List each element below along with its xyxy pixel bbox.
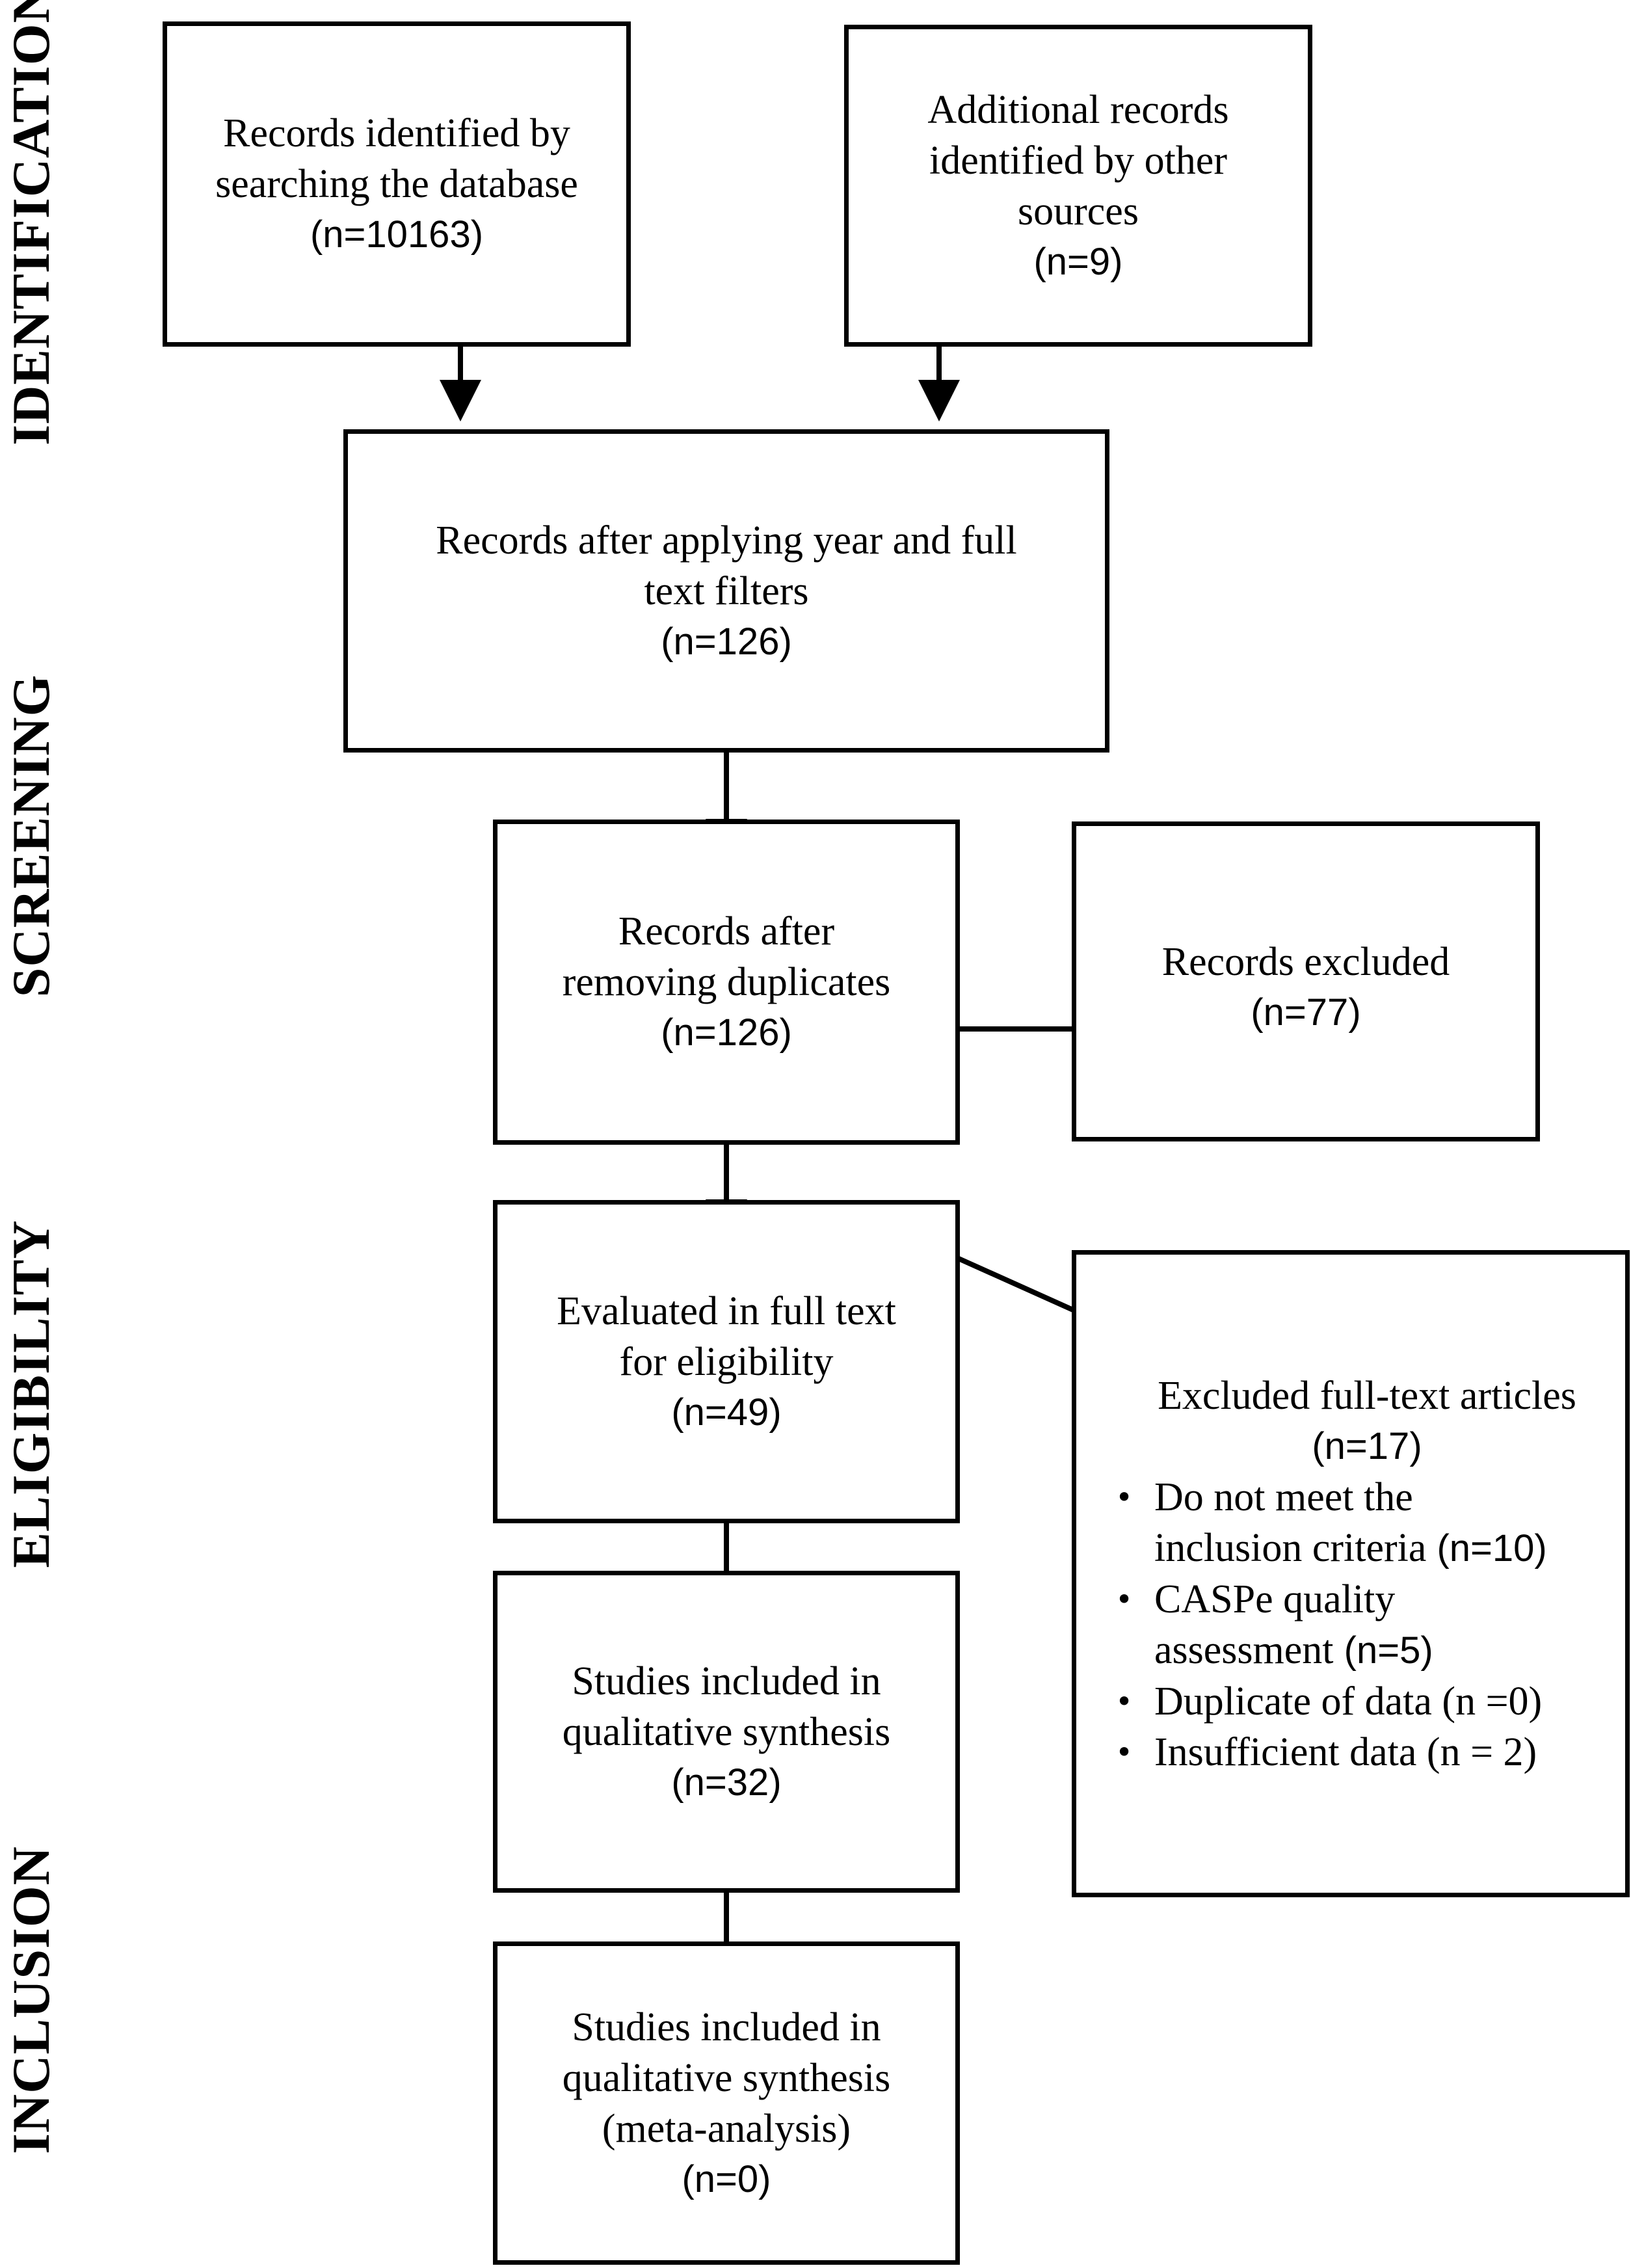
box-text-line: Studies included in <box>572 2005 881 2049</box>
reason-text-line: inclusion criteria (n=10) <box>1154 1523 1547 1574</box>
box-count: (n=126) <box>661 1011 792 1054</box>
box-studies-meta-analysis: Studies included in qualitative synthesi… <box>493 1941 960 2265</box>
reason-text: inclusion criteria <box>1154 1525 1427 1570</box>
exclusion-reason-item: Insufficient data (n = 2) <box>1109 1727 1547 1778</box>
box-text-line: Records after <box>618 909 835 954</box>
exclusion-reason-item: CASPe quality assessment (n=5) <box>1109 1574 1547 1676</box>
box-count: (n=77) <box>1251 991 1361 1034</box>
box-records-database: Records identified by searching the data… <box>163 21 631 347</box>
phase-label-screening: SCREENING <box>1 674 60 998</box>
phase-label-inclusion: INCLUSION <box>1 1846 60 2154</box>
box-evaluated-full-text: Evaluated in full text for eligibility (… <box>493 1200 960 1523</box>
box-text-line: Studies included in <box>572 1659 881 1703</box>
box-records-after-duplicates: Records after removing duplicates (n=126… <box>493 820 960 1145</box>
box-text-line: searching the database <box>215 162 578 206</box>
box-records-after-filters: Records after applying year and full tex… <box>343 429 1109 753</box>
box-text-line: (meta-analysis) <box>602 2106 851 2151</box>
box-text-line: removing duplicates <box>562 960 891 1004</box>
box-additional-records: Additional records identified by other s… <box>844 25 1312 347</box>
box-text-line: Records identified by <box>223 111 570 155</box>
exclusion-reason-item: Duplicate of data (n =0) <box>1109 1676 1547 1727</box>
reason-count: (n=5) <box>1333 1629 1433 1672</box>
reason-text-line: assessment (n=5) <box>1154 1625 1547 1676</box>
box-text-line: identified by other <box>929 138 1227 183</box>
box-count: (n=49) <box>671 1391 782 1434</box>
reason-count: (n=10) <box>1426 1527 1547 1569</box>
box-records-excluded: Records excluded (n=77) <box>1072 821 1540 1141</box>
phase-label-eligibility: ELIGIBILITY <box>1 1220 60 1568</box>
box-text-line: Records after applying year and full <box>436 518 1017 563</box>
reason-text-line: CASPe quality <box>1154 1577 1396 1621</box>
box-count: (n=32) <box>671 1761 782 1804</box>
box-studies-qualitative: Studies included in qualitative synthesi… <box>493 1571 960 1893</box>
box-text-line: text filters <box>644 568 809 613</box>
reason-text-line: Insufficient data (n = 2) <box>1154 1729 1537 1774</box>
box-count: (n=126) <box>661 620 792 663</box>
reason-text-line: Duplicate of data (n =0) <box>1154 1679 1543 1724</box>
box-text-line: qualitative synthesis <box>562 2055 891 2100</box>
box-count: (n=10163) <box>310 213 484 256</box>
box-text-line: sources <box>1018 189 1139 233</box>
phase-label-identification: IDENTIFICATION <box>1 0 60 446</box>
box-count: (n=17) <box>1312 1424 1422 1467</box>
reason-text: assessment <box>1154 1627 1334 1672</box>
reason-text-line: Do not meet the <box>1154 1474 1413 1519</box>
box-text-line: Evaluated in full text <box>557 1288 896 1333</box>
box-text-line: for eligibility <box>619 1339 834 1384</box>
box-text-line: Records excluded <box>1161 940 1450 984</box>
box-count: (n=9) <box>1033 240 1123 283</box>
exclusion-reason-item: Do not meet the inclusion criteria (n=10… <box>1109 1472 1547 1574</box>
box-excluded-full-text: Excluded full-text articles (n=17) Do no… <box>1072 1250 1630 1897</box>
exclusion-reasons-list: Do not meet the inclusion criteria (n=10… <box>1109 1472 1547 1778</box>
box-text-line: qualitative synthesis <box>562 1709 891 1754</box>
box-title: Excluded full-text articles <box>1158 1373 1576 1418</box>
box-count: (n=0) <box>682 2157 771 2200</box>
box-text-line: Additional records <box>927 87 1229 132</box>
